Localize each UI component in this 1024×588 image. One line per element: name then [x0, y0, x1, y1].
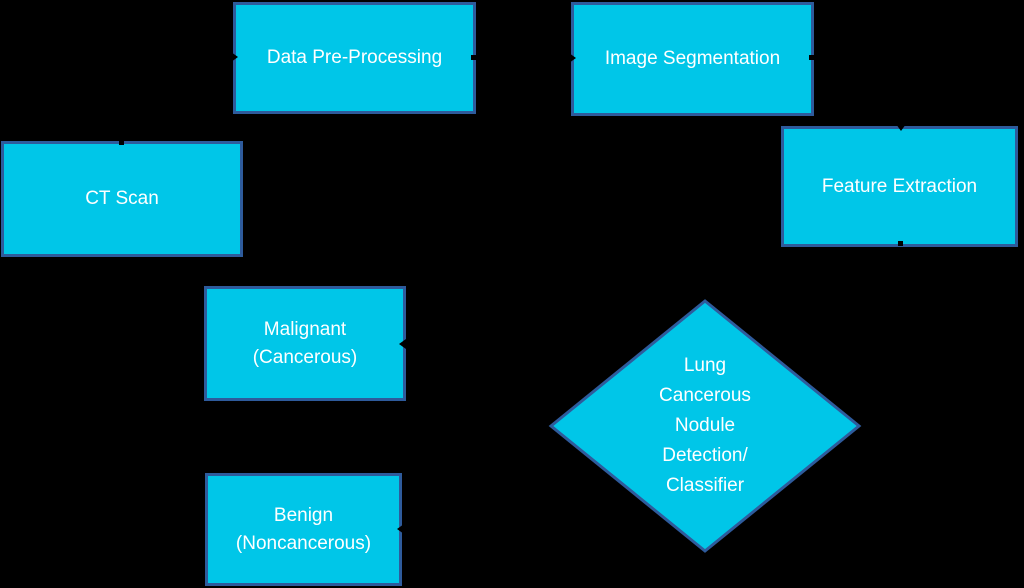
- node-label: (Noncancerous): [235, 532, 372, 554]
- arrowhead-into-malignant-icon: [399, 339, 406, 349]
- connector-start-feature-extraction-bottom: [898, 241, 903, 246]
- node-feature-extraction: Feature Extraction: [781, 126, 1018, 247]
- node-label: (Cancerous): [252, 346, 358, 368]
- arrowhead-into-feature-extraction-icon: [896, 124, 906, 131]
- connector-start-ct-scan-top: [119, 140, 124, 145]
- node-label: Malignant: [263, 318, 347, 340]
- node-label: Benign: [273, 504, 334, 526]
- node-label: Data Pre-Processing: [266, 47, 443, 68]
- arrowhead-into-data-pre-processing-icon: [231, 52, 238, 62]
- node-label: Feature Extraction: [821, 175, 978, 197]
- node-label: Image Segmentation: [604, 48, 781, 69]
- node-label: Detection/: [662, 445, 748, 466]
- node-lung-cancerous-nodule-detection-classifier: Lung Cancerous Nodule Detection/ Classif…: [545, 295, 865, 557]
- node-ct-scan: CT Scan: [1, 141, 243, 257]
- node-label: Nodule: [674, 415, 736, 436]
- node-malignant: Malignant (Cancerous): [204, 286, 406, 401]
- node-benign: Benign (Noncancerous): [205, 473, 402, 586]
- connector-start-image-segmentation-right: [809, 55, 814, 60]
- connector-start-data-pre-processing-right: [471, 55, 476, 60]
- arrowhead-into-benign-icon: [397, 524, 404, 534]
- arrowhead-into-image-segmentation-icon: [569, 53, 576, 63]
- node-data-pre-processing: Data Pre-Processing: [233, 2, 476, 114]
- node-image-segmentation: Image Segmentation: [571, 2, 814, 116]
- node-label: Cancerous: [659, 385, 751, 406]
- diamond-shape: [548, 299, 862, 553]
- node-label: CT Scan: [85, 188, 159, 209]
- node-label: Lung: [683, 355, 727, 376]
- node-label: Classifier: [665, 475, 745, 496]
